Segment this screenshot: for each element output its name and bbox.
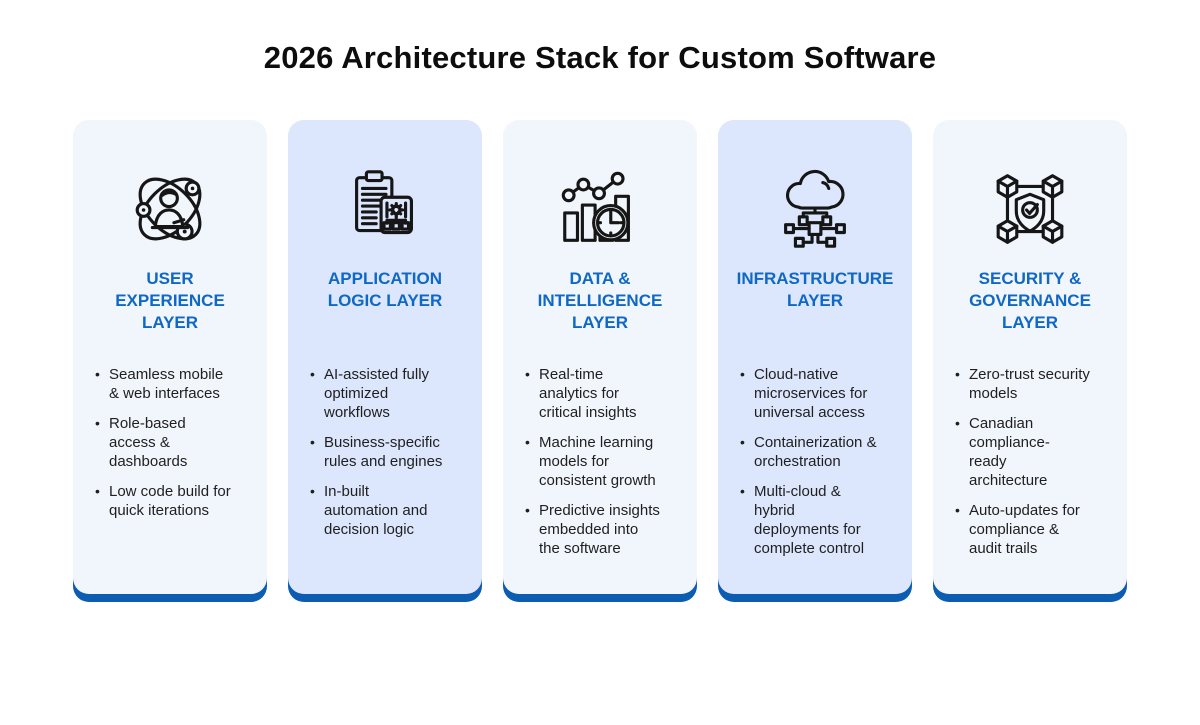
bullet-list: Seamless mobile & web interfaces Role-ba… <box>73 365 267 531</box>
bullet-item: In-built automation and decision logic <box>310 482 466 539</box>
bullet-item: AI-assisted fully optimized workflows <box>310 365 466 422</box>
layer-cards-row: USER EXPERIENCE LAYER Seamless mobile & … <box>72 120 1128 594</box>
page-title: 2026 Architecture Stack for Custom Softw… <box>263 40 937 75</box>
bullet-list: Zero-trust security models Canadian comp… <box>933 365 1127 569</box>
bullet-item: Seamless mobile & web interfaces <box>95 365 251 403</box>
analytics-chart-clock-icon <box>503 150 697 268</box>
bullet-item: Cloud-native microservices for universal… <box>740 365 896 422</box>
bullet-item: Zero-trust security models <box>955 365 1111 403</box>
cubes-shield-check-icon <box>933 150 1127 268</box>
bullet-item: Predictive insights embedded into the so… <box>525 501 681 558</box>
bullet-item: Canadian compliance- ready architecture <box>955 414 1111 490</box>
bullet-item: Containerization & orchestration <box>740 433 896 471</box>
bullet-list: AI-assisted fully optimized workflows Bu… <box>288 365 482 550</box>
card-data-intelligence-layer: DATA & INTELLIGENCE LAYER Real-time anal… <box>503 120 697 594</box>
clipboard-gear-flowchart-icon <box>288 150 482 268</box>
card-application-logic-layer: APPLICATION LOGIC LAYER AI-assisted full… <box>288 120 482 594</box>
card-infrastructure-layer: INFRASTRUCTURE LAYER Cloud-native micros… <box>718 120 912 594</box>
bullet-item: Real-time analytics for critical insight… <box>525 365 681 422</box>
card-title: USER EXPERIENCE LAYER <box>115 269 225 332</box>
bullet-item: Business-specific rules and engines <box>310 433 466 471</box>
card-security-governance-layer: SECURITY & GOVERNANCE LAYER Zero-trust s… <box>933 120 1127 594</box>
bullet-item: Role-based access & dashboards <box>95 414 251 471</box>
card-user-experience-layer: USER EXPERIENCE LAYER Seamless mobile & … <box>73 120 267 594</box>
card-title: DATA & INTELLIGENCE LAYER <box>537 269 663 332</box>
bullet-item: Auto-updates for compliance & audit trai… <box>955 501 1111 558</box>
card-title: INFRASTRUCTURE LAYER <box>736 269 894 310</box>
bullet-item: Low code build for quick iterations <box>95 482 251 520</box>
bullet-list: Real-time analytics for critical insight… <box>503 365 697 569</box>
card-title: APPLICATION LOGIC LAYER <box>327 269 443 310</box>
user-orbit-icon <box>73 150 267 268</box>
bullet-list: Cloud-native microservices for universal… <box>718 365 912 569</box>
cloud-network-icon <box>718 150 912 268</box>
card-title: SECURITY & GOVERNANCE LAYER <box>969 269 1091 332</box>
bullet-item: Machine learning models for consistent g… <box>525 433 681 490</box>
bullet-item: Multi-cloud & hybrid deployments for com… <box>740 482 896 558</box>
